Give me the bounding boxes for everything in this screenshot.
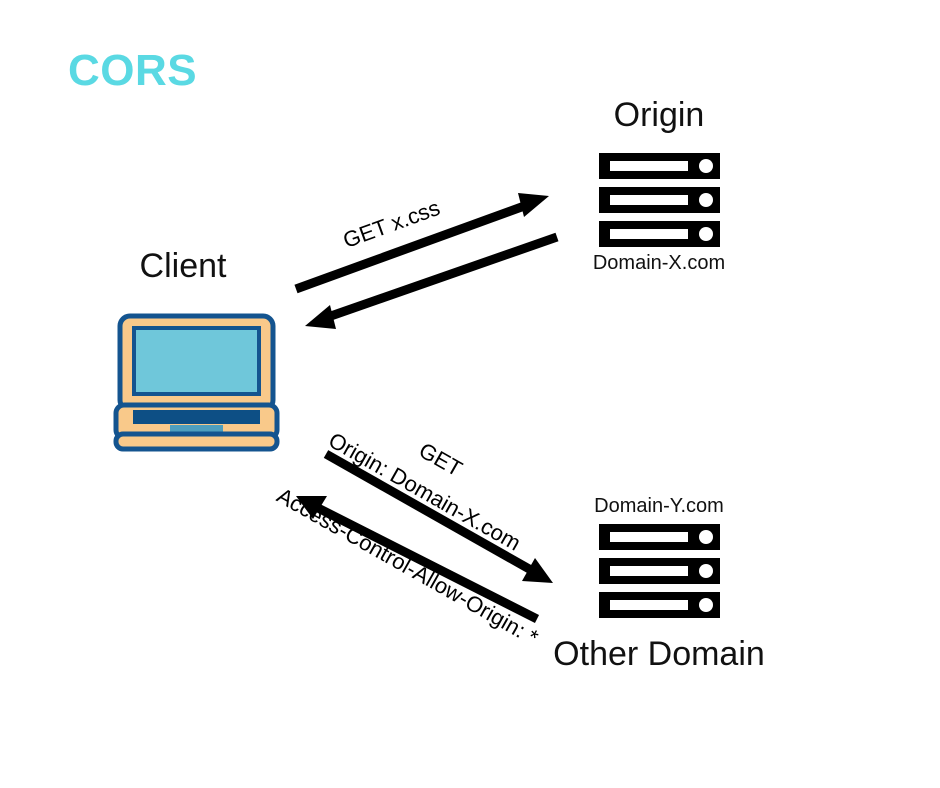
flow-response-origin — [305, 232, 559, 329]
server-unit — [599, 187, 720, 213]
laptop-front-lip — [113, 431, 280, 452]
server-unit — [599, 592, 720, 618]
server-rack-icon-origin — [599, 153, 720, 247]
arrowhead — [518, 193, 549, 217]
flow-label-response-other: Access-Control-Allow-Origin: * — [273, 483, 543, 651]
flow-request-other: GET Origin: Domain-X.com — [323, 427, 553, 583]
node-other-domain: Domain-Y.com — [553, 495, 765, 673]
laptop-screen — [132, 326, 261, 396]
page-title: CORS — [68, 46, 197, 95]
flow-line — [315, 503, 540, 624]
server-unit — [599, 153, 720, 179]
origin-caption: Domain-X.com — [593, 252, 725, 274]
laptop-keyboard — [133, 410, 260, 424]
other-domain-heading: Other Domain — [553, 635, 765, 673]
flow-line — [326, 232, 559, 322]
flow-response-other: Access-Control-Allow-Origin: * — [273, 483, 543, 651]
server-unit — [599, 524, 720, 550]
other-domain-caption: Domain-Y.com — [594, 495, 724, 517]
flow-line — [323, 450, 534, 574]
server-rack-icon-other — [599, 524, 720, 618]
laptop-icon — [113, 313, 280, 452]
arrowhead — [522, 558, 553, 583]
laptop-trackpad — [170, 425, 223, 435]
arrowhead — [296, 496, 327, 519]
node-client: Client — [113, 247, 280, 452]
server-unit — [599, 558, 720, 584]
arrowhead — [305, 305, 336, 329]
server-unit — [599, 221, 720, 247]
origin-heading: Origin — [614, 96, 705, 134]
flow-request-origin: GET x.css — [294, 193, 549, 294]
node-origin: Origin — [593, 96, 725, 274]
client-heading: Client — [140, 247, 227, 285]
flow-line — [294, 200, 529, 294]
